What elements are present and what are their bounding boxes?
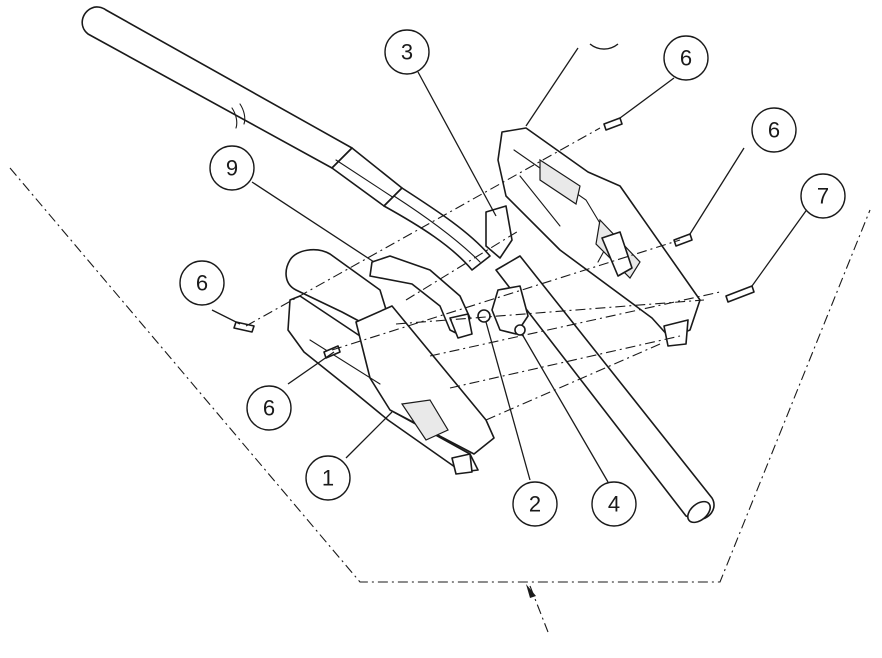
left-handle bbox=[285, 248, 495, 475]
balloon-3-label: 3 bbox=[401, 40, 413, 65]
balloon-2-label: 2 bbox=[529, 492, 541, 517]
leader-lines bbox=[211, 47, 809, 483]
balloon-6-right-label: 6 bbox=[768, 118, 780, 143]
balloon-9-label: 9 bbox=[226, 156, 238, 181]
hose bbox=[81, 6, 715, 524]
alignment-lines bbox=[245, 127, 721, 421]
balloon-6-right: 6 bbox=[751, 107, 797, 153]
valve bbox=[477, 285, 529, 336]
balloon-9: 9 bbox=[209, 145, 255, 191]
balloon-4: 4 bbox=[591, 481, 637, 527]
balloon-6-left: 6 bbox=[179, 260, 225, 306]
balloon-7: 7 bbox=[800, 173, 846, 219]
balloon-5 bbox=[589, 43, 619, 50]
lever bbox=[369, 255, 473, 339]
right-housing bbox=[485, 127, 701, 347]
balloon-7-label: 7 bbox=[817, 184, 829, 209]
balloon-6-top-label: 6 bbox=[680, 46, 692, 71]
balloon-6-bottom: 6 bbox=[246, 385, 292, 431]
balloon-2: 2 bbox=[512, 481, 558, 527]
balloon-4-label: 4 bbox=[608, 492, 620, 517]
balloons: 3 6 6 7 9 6 6 1 bbox=[179, 29, 846, 527]
balloon-6-left-label: 6 bbox=[196, 271, 208, 296]
balloon-1: 1 bbox=[305, 455, 351, 501]
balloon-1-label: 1 bbox=[322, 466, 334, 491]
balloon-6-top: 6 bbox=[663, 35, 709, 81]
screws bbox=[233, 117, 755, 359]
view-boundary bbox=[9, 167, 871, 633]
balloon-6-bottom-label: 6 bbox=[263, 396, 275, 421]
balloon-3: 3 bbox=[384, 29, 430, 75]
